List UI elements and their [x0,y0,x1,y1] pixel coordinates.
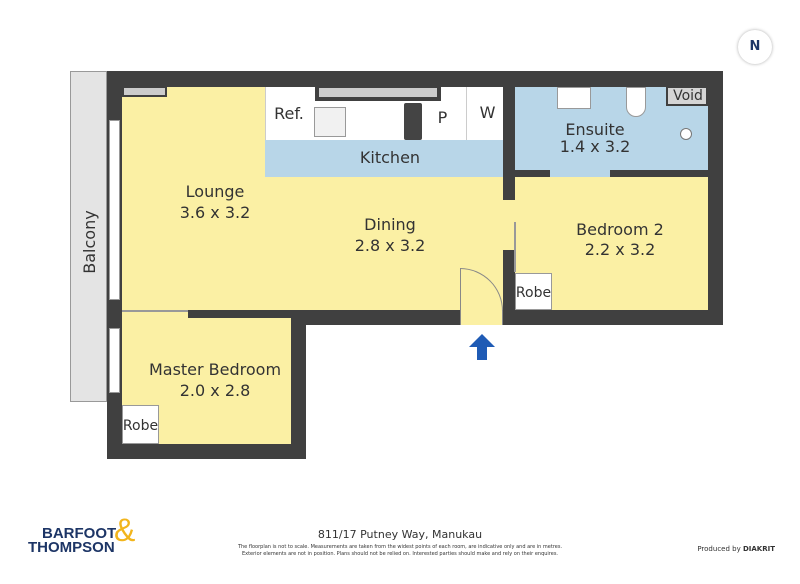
basin-icon [557,87,591,109]
robe-bedroom-2 [515,273,552,310]
ensuite-size: 1.4 x 3.2 [559,137,631,156]
kitchen-label: Kitchen [359,148,421,167]
washer-label: W [479,103,496,122]
dining-label: Dining [364,215,416,234]
robe-bedroom-2-label: Robe [515,285,552,301]
window-master [109,328,120,393]
dining-size: 2.8 x 3.2 [354,236,426,255]
master-bedroom-label: Master Bedroom [148,360,282,379]
ensuite-label: Ensuite [565,120,625,139]
address: 811/17 Putney Way, Manukau [317,528,483,541]
produced-by: Produced by DIAKRIT [697,545,775,553]
robe-master-label: Robe [122,418,159,434]
void [666,86,708,106]
shower-icon [680,128,692,140]
entry-arrow-icon [469,334,495,360]
fridge-label: Ref. [274,104,304,123]
disclaimer-line-2: Exterior elements are not in position. P… [241,551,559,557]
disclaimer-line-1: The floorplan is not to scale. Measureme… [237,544,563,550]
void-label: Void [673,88,703,104]
cooktop-icon [404,103,422,140]
lounge-size: 3.6 x 3.2 [179,203,251,222]
brand-logo: BARFOOT THOMPSON & [28,512,136,556]
kitchen [265,140,503,177]
lounge-label: Lounge [185,182,245,201]
bedroom-2-label: Bedroom 2 [576,220,664,239]
pantry-label: P [437,108,448,127]
balcony [70,71,107,402]
north-compass-icon: N [738,30,772,64]
master-bedroom-size: 2.0 x 2.8 [179,381,251,400]
balcony-label: Balcony [80,210,99,274]
robe-master [122,405,159,444]
window-lounge [109,120,120,300]
sink-icon [314,107,346,137]
toilet-icon [626,87,646,117]
bedroom-2-size: 2.2 x 3.2 [584,240,656,259]
